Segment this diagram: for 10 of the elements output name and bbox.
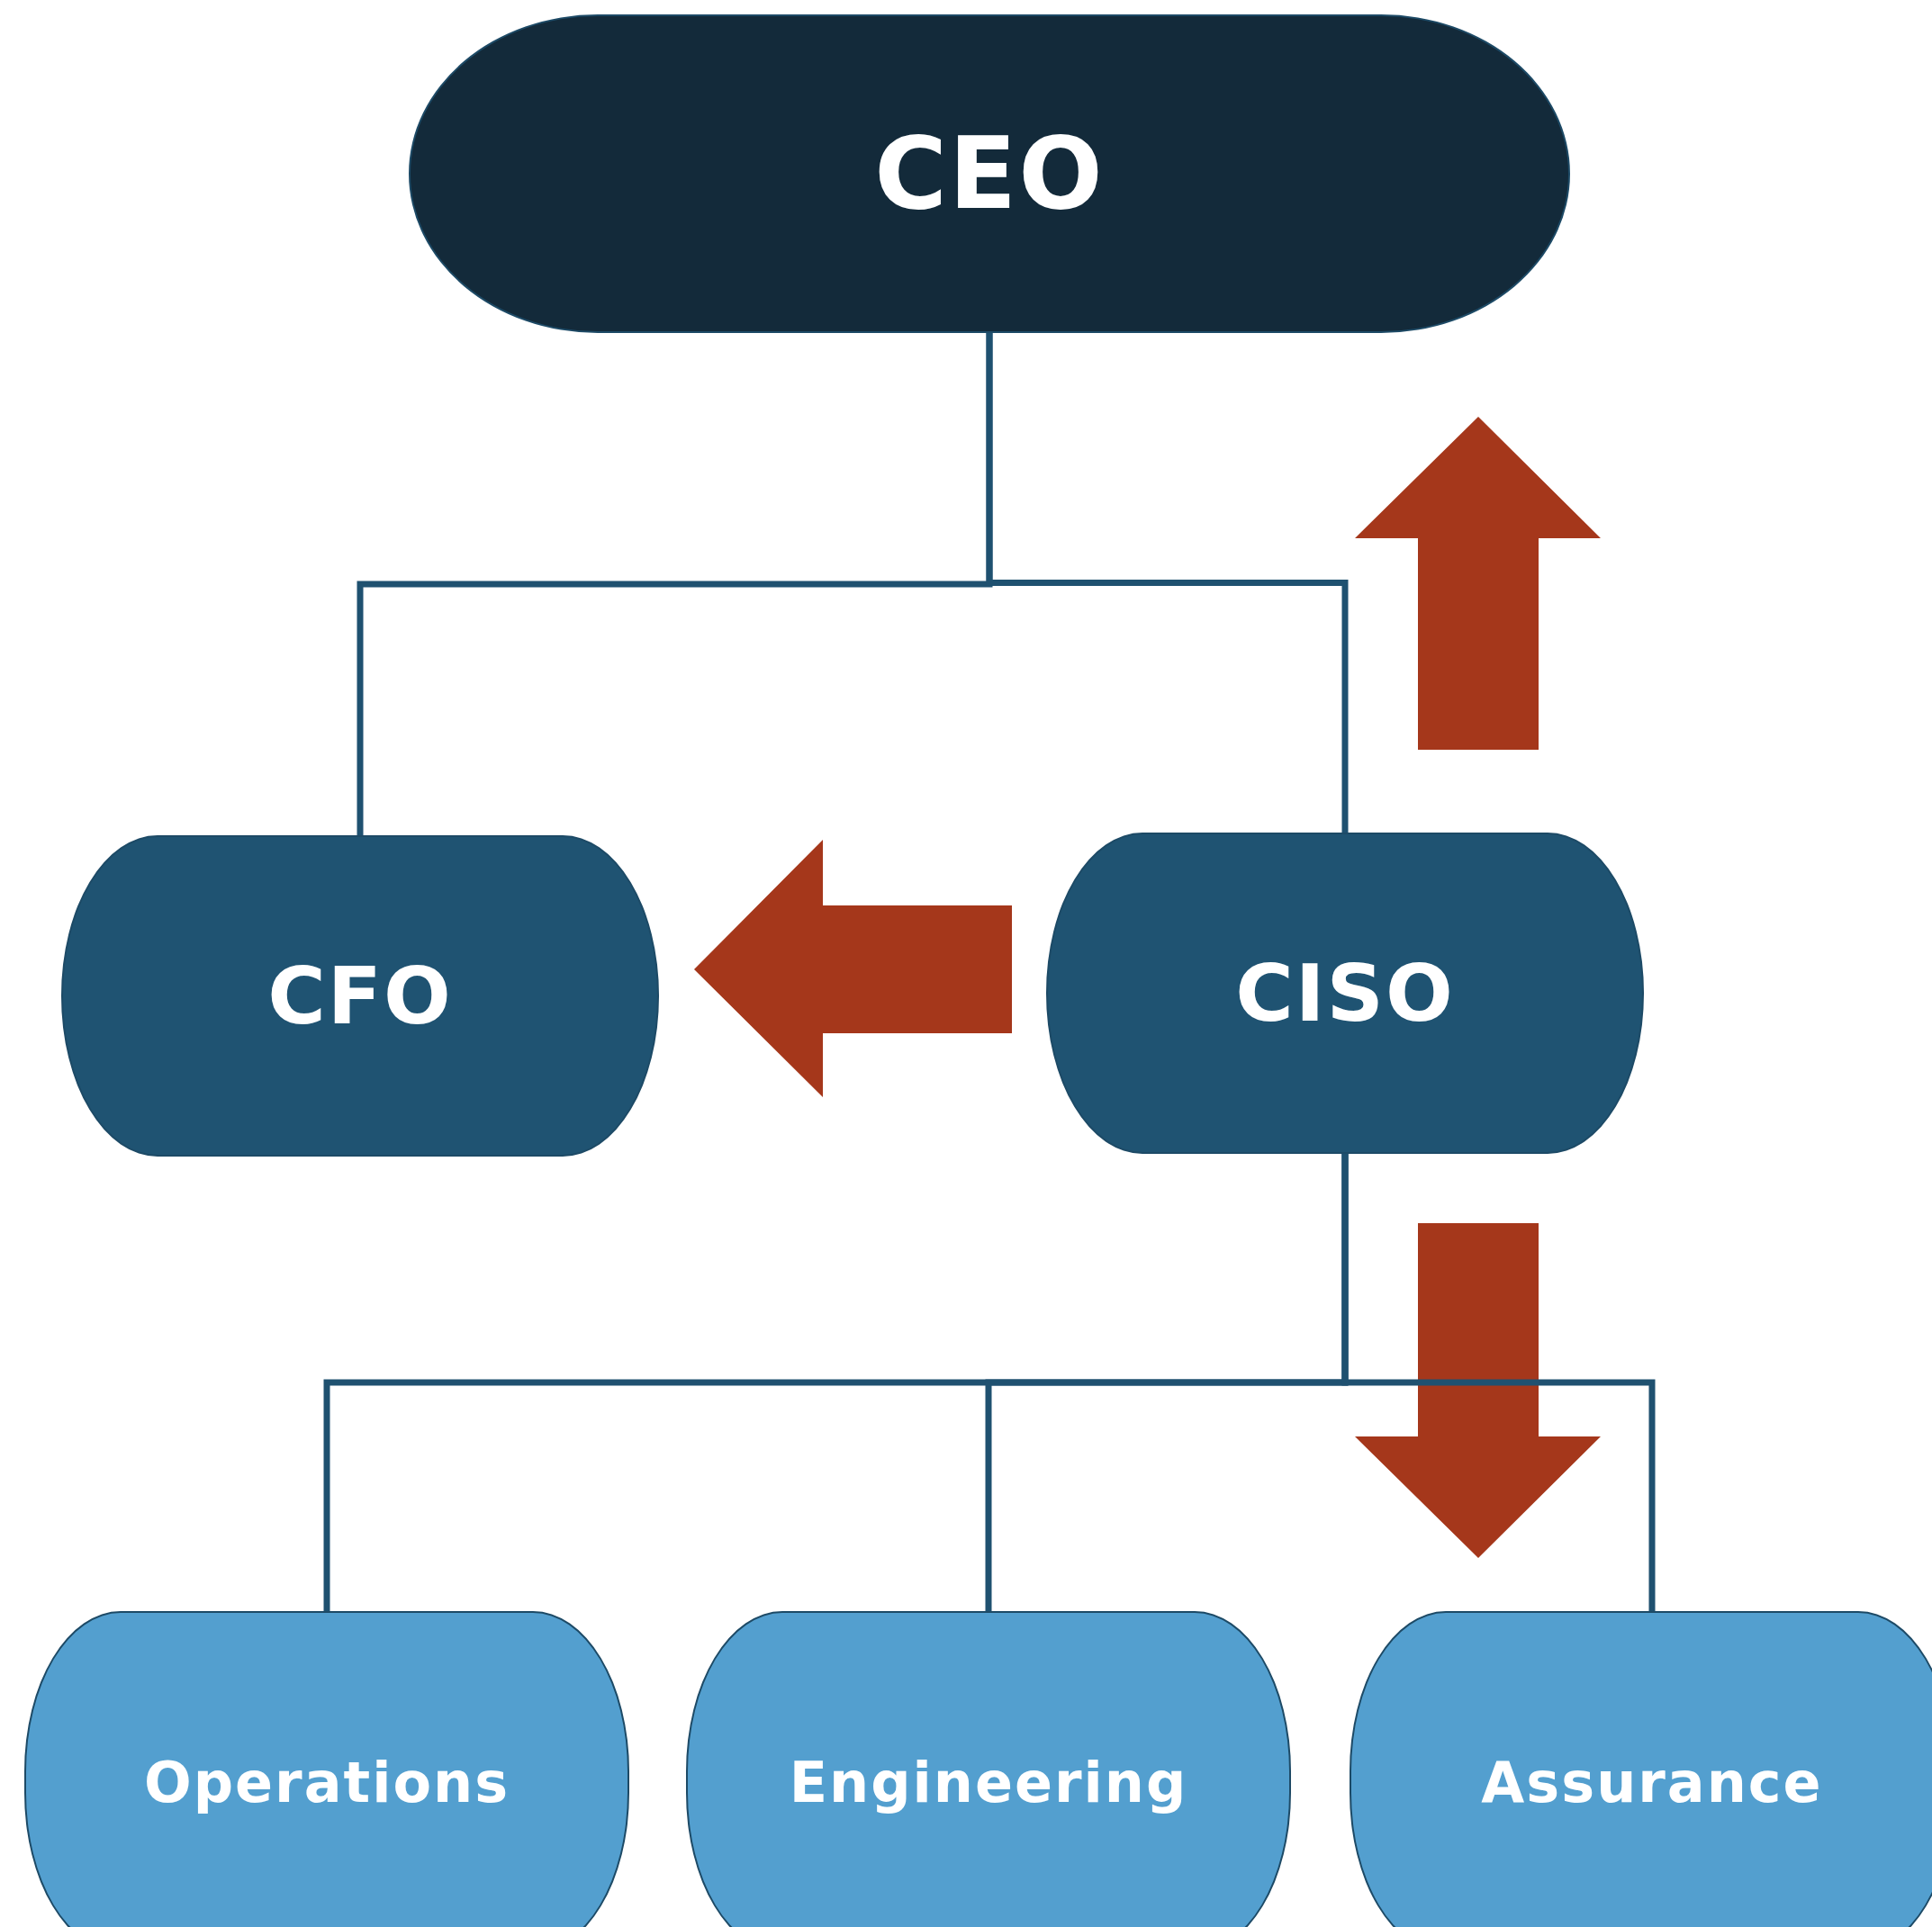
node-label: CEO (874, 116, 1105, 231)
node-label: CFO (267, 950, 453, 1042)
node-label: Assurance (1481, 1749, 1823, 1815)
connector-line (986, 333, 1349, 833)
department-node (1350, 1611, 1932, 1927)
node-label: Engineering (789, 1749, 1188, 1815)
node-label: CISO (1235, 947, 1455, 1040)
node-label: Operations (143, 1749, 510, 1815)
block-arrow (694, 840, 1012, 1097)
connector-line (1341, 1154, 1656, 1611)
